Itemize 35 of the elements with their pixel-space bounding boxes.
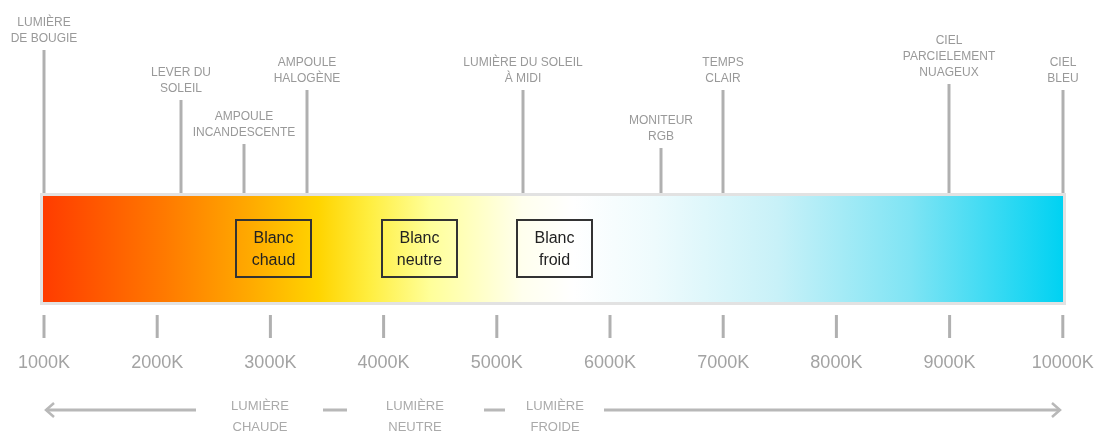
leader-line [42,50,46,193]
light-source-label: AMPOULE INCANDESCENTE [184,108,304,140]
light-source-label: LEVER DU SOLEIL [150,64,212,96]
label-box: Blanc froid [516,219,593,278]
light-source-label: LUMIÈRE DE BOUGIE [8,14,80,46]
temperature-label: 3000K [243,351,298,373]
temperature-label: 6000K [582,351,638,373]
leader-line [242,144,246,193]
leader-line [947,84,951,193]
temperature-label: 9000K [922,351,977,373]
light-source-label: TEMPS CLAIR [693,54,753,86]
leader-line [179,100,183,193]
leader-line [1061,90,1065,193]
range-label: LUMIÈRE FROIDE [525,397,585,436]
temperature-label: 8000K [809,351,864,373]
light-source-label: LUMIÈRE DU SOLEIL À MIDI [461,54,585,86]
label-box: Blanc chaud [235,219,312,278]
leader-line [521,90,525,193]
range-label: LUMIÈRE NEUTRE [385,397,445,436]
temperature-label: 5000K [469,351,524,373]
light-source-label: CIEL PARCIELEMENT NUAGEUX [889,32,1009,80]
leader-line [659,148,663,193]
temperature-label: 10000K [1030,351,1095,373]
temperature-label: 2000K [130,351,185,373]
temperature-label: 4000K [356,351,411,373]
range-label: LUMIÈRE CHAUDE [230,397,290,436]
label-box: Blanc neutre [381,219,458,278]
leader-line [721,90,725,193]
light-source-label: CIEL BLEU [1033,54,1093,86]
color-temperature-bar [40,193,1066,305]
temperature-label: 7000K [696,351,751,373]
light-source-label: AMPOULE HALOGÈNE [257,54,357,86]
temperature-label: 1000K [16,351,72,373]
leader-line [305,90,309,193]
light-source-label: MONITEUR RGB [616,112,706,144]
